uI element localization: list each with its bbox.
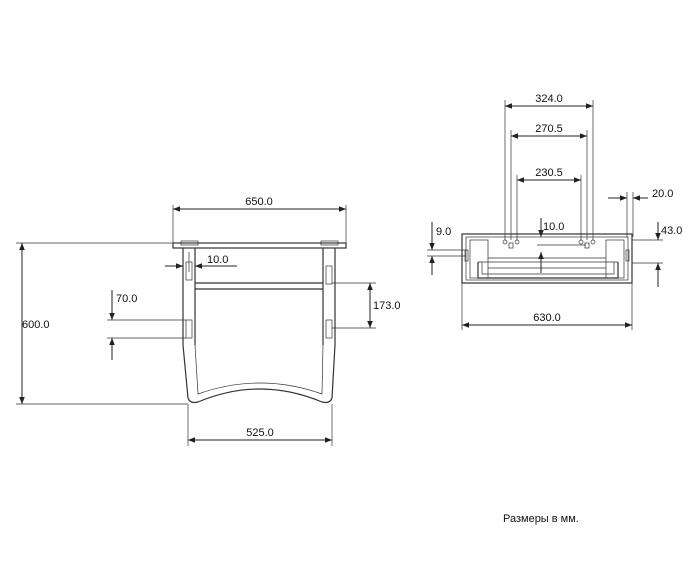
dim-label-230: 230.5: [535, 167, 563, 179]
dimension-10-front: 10.0: [165, 252, 237, 272]
dimension-173: 173.0: [332, 282, 401, 329]
dim-label-10-top: 10.0: [543, 221, 564, 233]
crossbar: [195, 282, 323, 290]
dim-label-10-front: 10.0: [207, 254, 228, 266]
dim-label-525: 525.0: [246, 427, 274, 439]
right-upright: [322, 248, 336, 345]
dimension-630: 630.0: [461, 283, 633, 330]
dimension-525: 525.0: [187, 404, 333, 446]
front-view: 650.0 10.0 600.0 70.0: [16, 196, 401, 446]
dimension-270: 270.5: [510, 123, 588, 240]
dim-label-20: 20.0: [652, 188, 673, 200]
dim-label-600: 600.0: [22, 319, 50, 331]
top-view-plate: [461, 233, 633, 284]
footrest-loop: [182, 344, 336, 404]
dimension-230: 230.5: [516, 167, 582, 240]
dimension-70: 70.0: [107, 290, 186, 360]
table-top-plate: [172, 240, 347, 249]
top-view: 324.0 270.5 230.5 20.0 10.0: [427, 93, 682, 330]
dimension-9: 9.0: [427, 222, 466, 275]
dimension-600: 600.0: [16, 242, 188, 405]
dim-label-324: 324.0: [535, 93, 563, 105]
dim-label-630: 630.0: [533, 312, 561, 324]
dimension-20: 20.0: [608, 188, 673, 237]
dim-label-270: 270.5: [535, 123, 563, 135]
dimension-43: 43.0: [632, 222, 682, 287]
dimension-650: 650.0: [172, 196, 347, 243]
dim-label-70: 70.0: [116, 293, 137, 305]
dim-label-650: 650.0: [245, 196, 273, 208]
dimension-10-top: 10.0: [538, 218, 564, 273]
dimension-324: 324.0: [504, 93, 594, 240]
units-note: Размеры в мм.: [503, 513, 579, 525]
dim-label-43: 43.0: [661, 225, 682, 237]
dim-label-173: 173.0: [373, 300, 401, 312]
dim-label-9: 9.0: [436, 226, 451, 238]
